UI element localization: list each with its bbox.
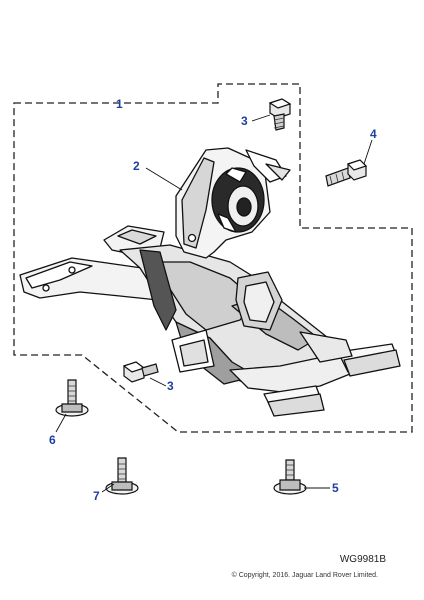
copyright-notice: © Copyright, 2016. Jaguar Land Rover Lim… (231, 572, 378, 579)
assembly-boundary (13, 83, 413, 433)
stud-bottom (105, 457, 139, 495)
engine-mount (175, 147, 291, 259)
lower-bolt (122, 361, 159, 383)
stud-left (55, 379, 89, 417)
callout-1: 1 (116, 97, 123, 111)
upper-bolt (268, 98, 292, 131)
mount-bolt (325, 159, 368, 187)
reference-code: WG9981B (339, 554, 386, 565)
leader-lines (55, 114, 373, 493)
subframe (19, 225, 401, 417)
callout-2: 2 (133, 159, 140, 173)
flange-bolt (273, 459, 307, 495)
callout-6: 6 (49, 433, 56, 447)
callout-4: 4 (370, 127, 377, 141)
callout-3-lower: 3 (167, 379, 174, 393)
callout-3-upper: 3 (241, 114, 248, 128)
callout-5: 5 (332, 481, 339, 495)
callout-7: 7 (93, 489, 100, 503)
